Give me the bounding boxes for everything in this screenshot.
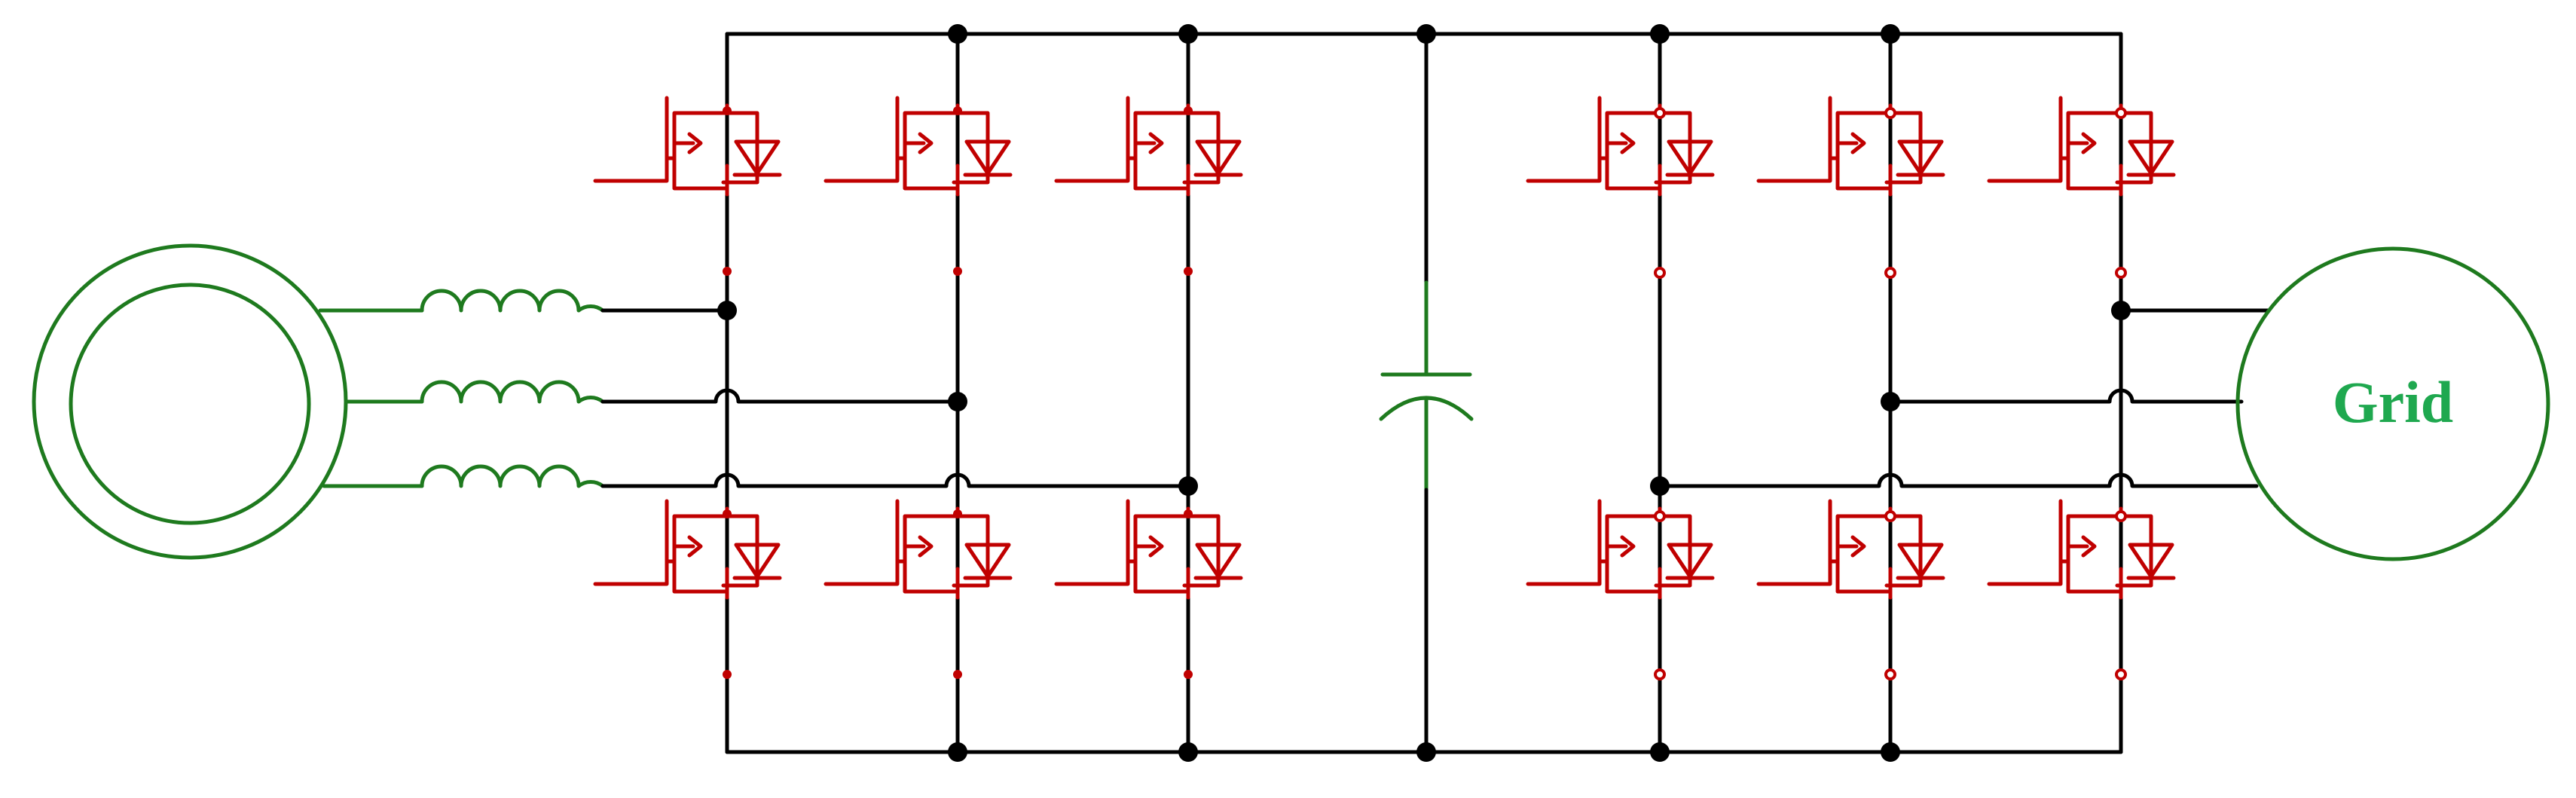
switch-s2 (1056, 501, 1241, 598)
switch-s5 (1056, 98, 1241, 194)
switch-s4 (595, 501, 780, 598)
junction-nodes (717, 24, 2131, 762)
switch-s11 (1989, 98, 2174, 194)
switch-s10 (1528, 501, 1713, 598)
grid-label: Grid (2333, 369, 2453, 435)
switch-s6 (826, 501, 1010, 598)
switch-s3 (826, 98, 1010, 194)
switch-s12 (1759, 501, 1943, 598)
switch-s9 (1759, 98, 1943, 194)
machine-side-converter (595, 32, 1241, 754)
phase-b-wire (600, 388, 960, 404)
phase-c-wire (600, 472, 1190, 488)
grid-icon: Grid (2235, 246, 2550, 561)
switch-terminal-dots (723, 106, 2127, 680)
inductor-phase-c (420, 464, 605, 488)
inductor-phase-a (420, 289, 605, 313)
generator-icon (32, 243, 348, 560)
dc-link-capacitor (1379, 32, 1474, 754)
switch-s1 (595, 98, 780, 194)
switch-s7 (1528, 98, 1713, 194)
grid-phase-b-wire (1888, 388, 2244, 404)
switch-s8 (1989, 501, 2174, 598)
grid-side-converter (1528, 32, 2174, 754)
grid-phase-c-wire (1658, 472, 2259, 488)
inductor-phase-b (420, 380, 605, 404)
